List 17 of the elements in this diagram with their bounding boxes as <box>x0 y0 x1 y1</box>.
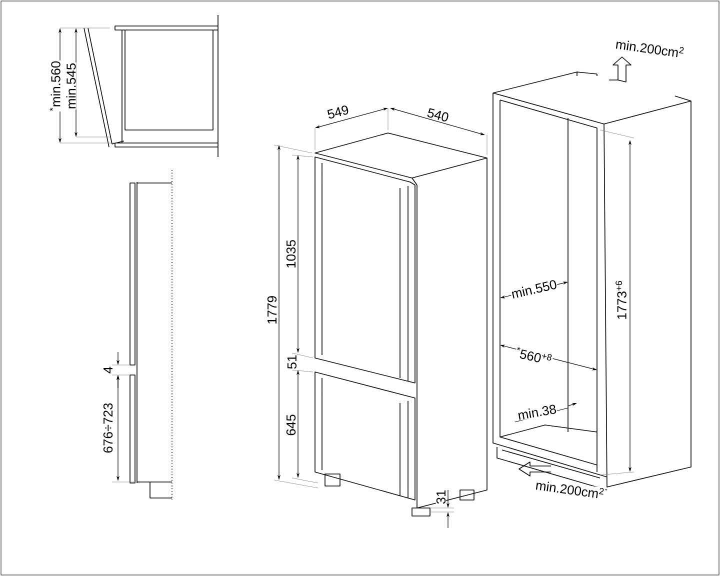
dimension-label: 4 <box>103 366 113 374</box>
dimension-label: min.200cm$^{2}$ <box>614 37 686 59</box>
dimension-label: min.200cm$^{2}$ <box>534 478 606 500</box>
dimension-label: 1779 <box>266 295 278 325</box>
dimension-label: 676÷723 <box>102 402 114 454</box>
dimension-label: 540 <box>426 107 450 123</box>
dimension-label: 31 <box>436 489 446 505</box>
dimension-label: min.38 <box>516 403 558 421</box>
dimension-label: 645 <box>286 414 296 436</box>
dimension-label: min.550 <box>510 278 558 300</box>
dimension-label: $^{*}$560$^{+8}$ <box>514 346 554 366</box>
dimension-label: min.545 <box>66 62 76 110</box>
dimension-label: 1035 <box>286 239 296 269</box>
dimension-label: $^{*}$min.560 <box>49 60 61 112</box>
dimension-label: 1773$^{+6}$ <box>615 280 627 320</box>
dimension-label: 51 <box>286 354 298 370</box>
dimension-label: 549 <box>326 104 350 120</box>
